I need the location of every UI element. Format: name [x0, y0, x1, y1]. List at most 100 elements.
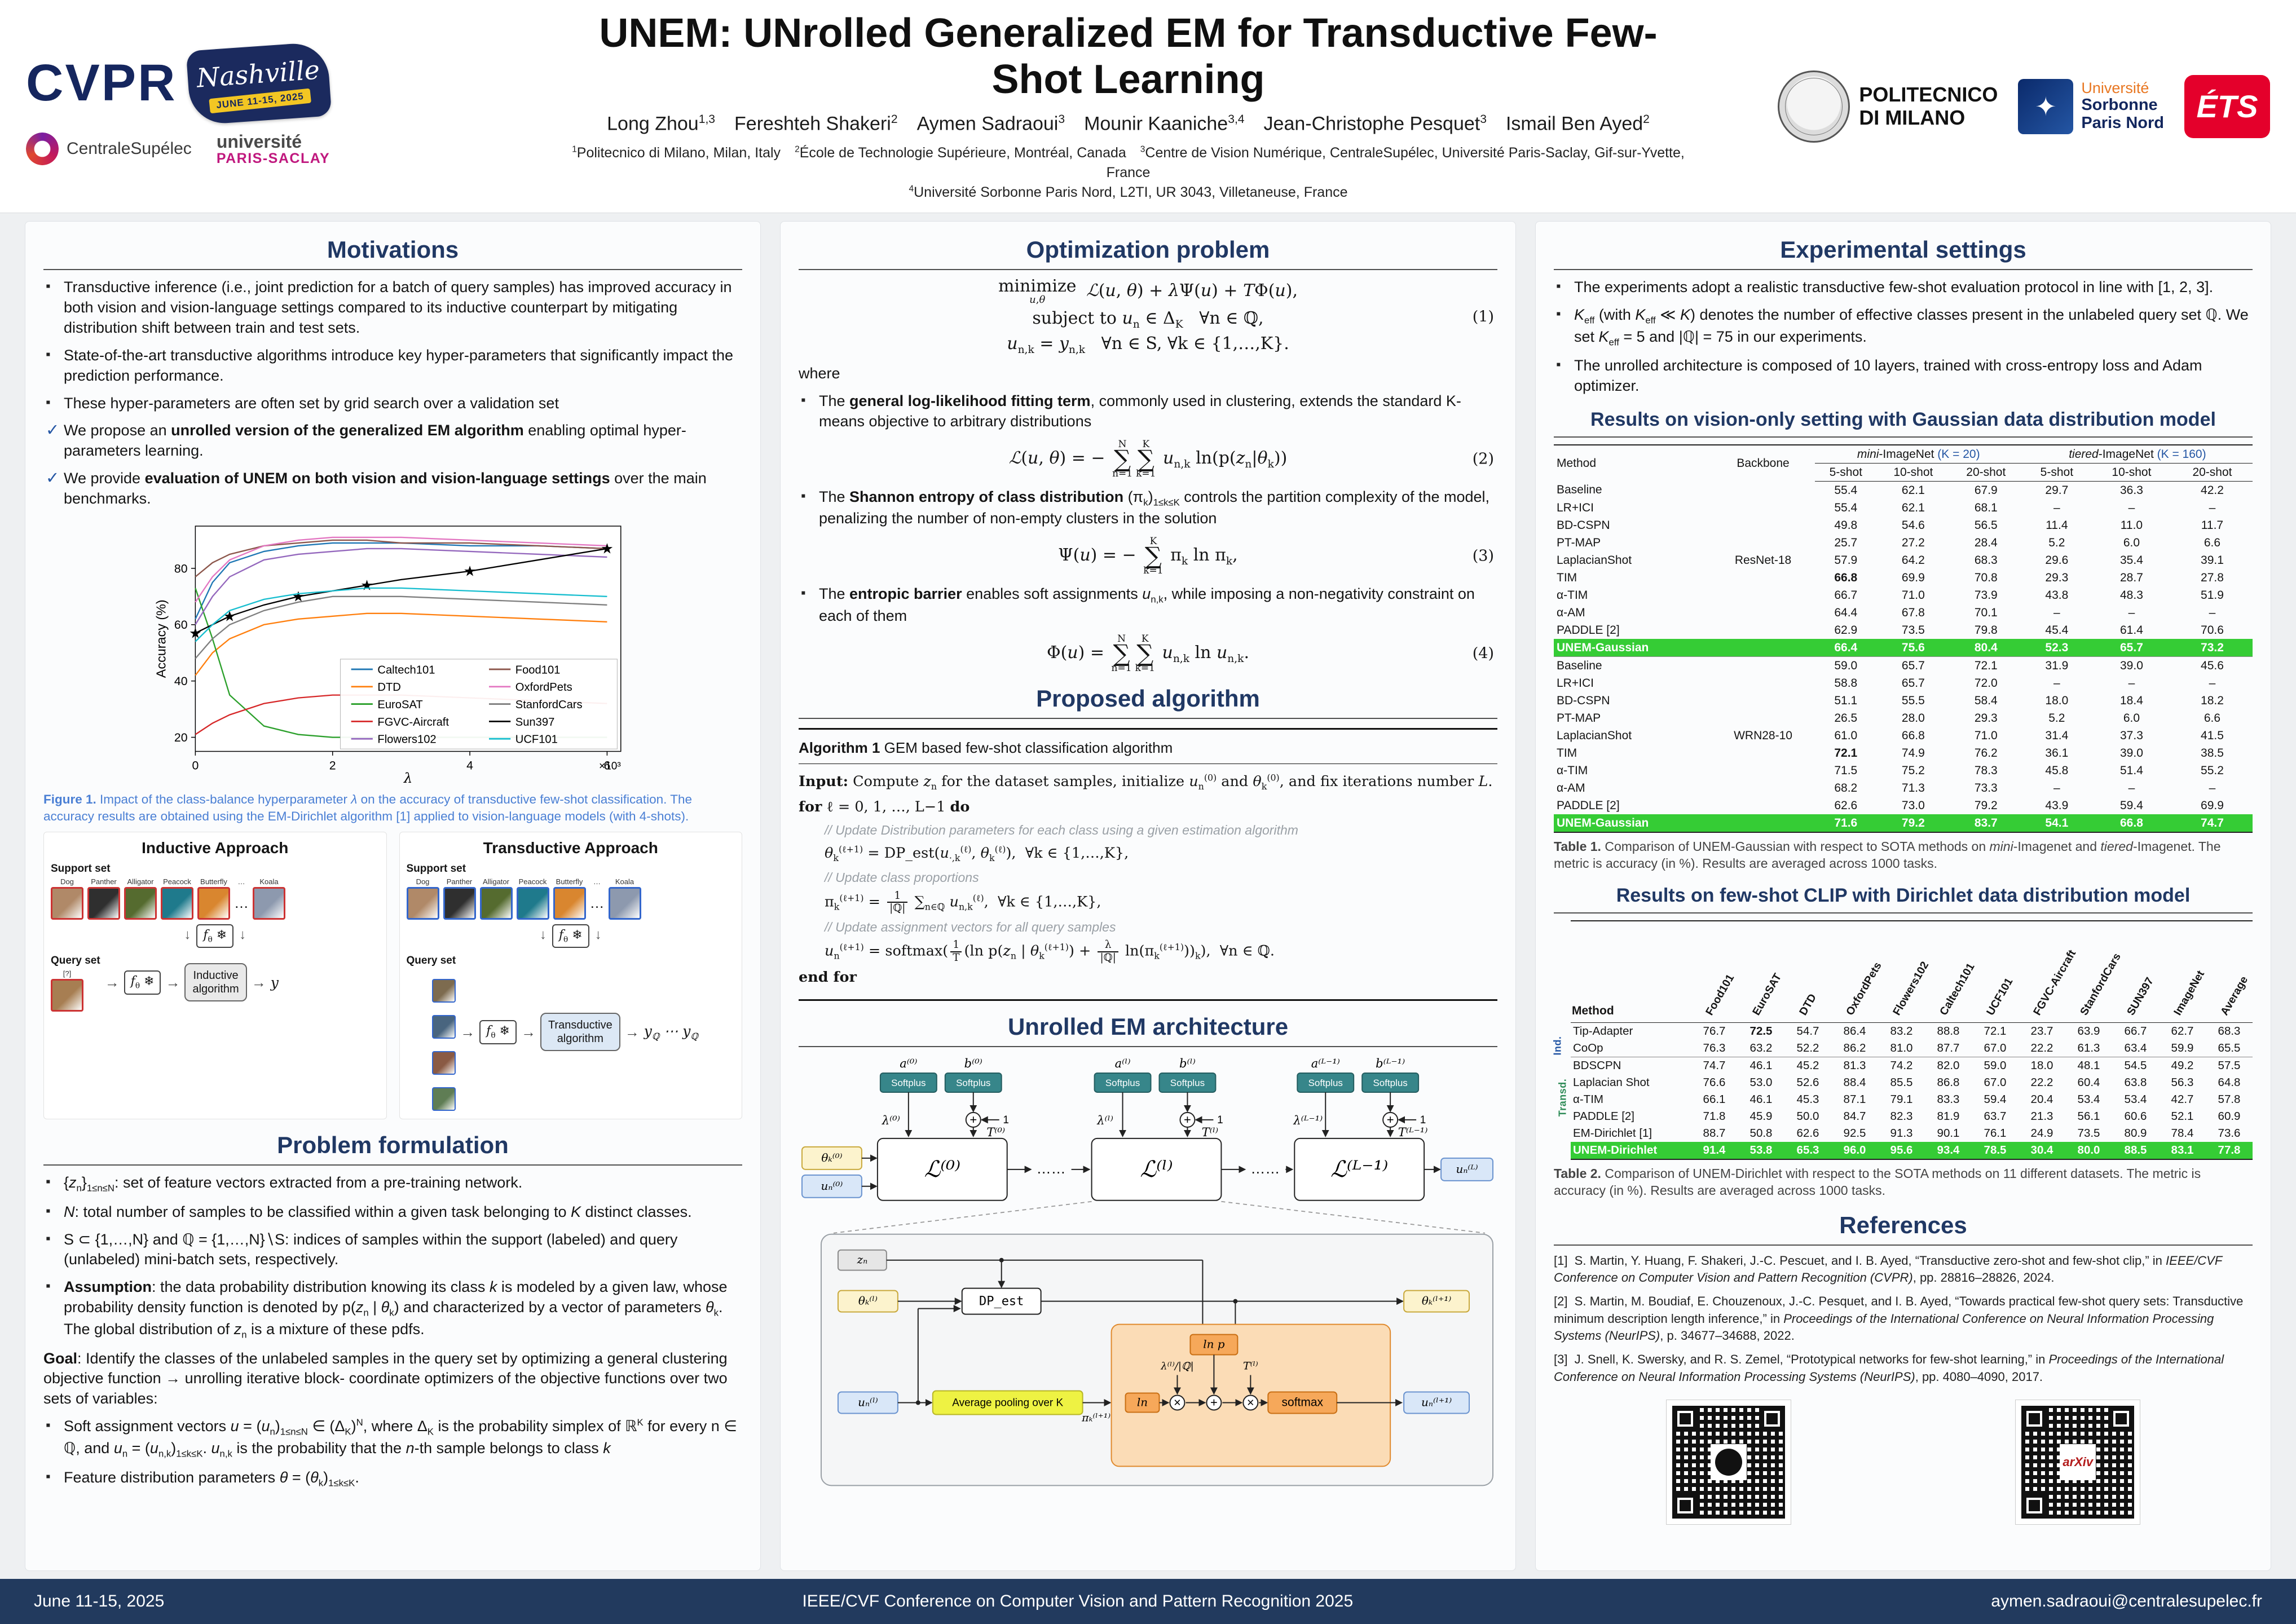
table-cell: 73.2 — [2171, 639, 2253, 657]
table-cell: – — [2209, 676, 2216, 690]
table-cell: – — [2128, 781, 2135, 795]
table-cell: 82.3 — [1890, 1109, 1913, 1123]
table2-group-transductive: Transd. — [1557, 1078, 1568, 1117]
svg-text:60: 60 — [174, 618, 187, 632]
svg-text:UCF101: UCF101 — [515, 734, 557, 746]
table-cell: 88.4 — [1843, 1075, 1866, 1089]
list-item: Soft assignment vectors u = (un)1≤n≤N ∈ … — [46, 1416, 742, 1460]
table-cell — [1711, 604, 1814, 621]
table-cell: 72.5 — [1749, 1024, 1773, 1038]
ets-logo: ÉTS — [2184, 74, 2270, 138]
table-cell: 24.9 — [2030, 1126, 2053, 1140]
table-cell: 39.0 — [2120, 746, 2143, 760]
table-cell: 54.7 — [1796, 1024, 1819, 1038]
table-cell: TIM — [1557, 746, 1577, 760]
image-tile — [432, 969, 456, 1003]
table-cell: 28.4 — [1974, 536, 1998, 549]
table-cell: α-TIM — [1573, 1092, 1603, 1106]
table-cell: 76.1 — [1984, 1126, 2007, 1140]
table-cell: 79.2 — [1974, 798, 1998, 812]
table-cell: 37.3 — [2120, 729, 2143, 742]
table-cell — [1711, 762, 1814, 779]
table-cell: 58.8 — [1834, 676, 1858, 690]
table-cell: 43.9 — [2045, 798, 2069, 812]
table-cell: 45.4 — [2045, 623, 2069, 637]
table-cell — [1711, 621, 1814, 639]
svg-text:+: + — [1210, 1395, 1218, 1409]
table-cell: 56.3 — [2171, 1075, 2194, 1089]
list-item: for ℓ = 0, 1, …, L−1 do — [799, 798, 970, 815]
list-item: N: total number of samples to be classif… — [46, 1202, 742, 1223]
table-cell: 83.7 — [1949, 814, 2022, 833]
table-cell: 67.8 — [1901, 606, 1925, 619]
table-cell: 67.0 — [1984, 1075, 2007, 1089]
image-tile: Dog — [406, 877, 439, 920]
list-item: [3] J. Snell, K. Swersky, and R. S. Zeme… — [1554, 1352, 2224, 1384]
table-cell: 55.4 — [1834, 501, 1858, 514]
table-cell: 26.5 — [1834, 711, 1858, 725]
table-cell: 28.7 — [2120, 571, 2143, 584]
table-cell — [1711, 517, 1814, 534]
table-cell: 85.5 — [1890, 1075, 1913, 1089]
table2-header-method: Method — [1571, 920, 1691, 1023]
equation-3: Ψ(u) = − K∑k=1 πk ln πk, (3) — [1058, 536, 1494, 577]
svg-text:80: 80 — [174, 562, 187, 575]
table-cell: 27.2 — [1901, 536, 1925, 549]
table1-results-gaussian: Method Backbone mini-ImageNet (K = 20) t… — [1554, 444, 2253, 833]
table-cell: 76.2 — [1974, 746, 1998, 760]
table-cell: 73.9 — [1974, 588, 1998, 602]
svg-text:b⁽ˡ⁾: b⁽ˡ⁾ — [1179, 1057, 1196, 1070]
table-cell: 39.1 — [2201, 553, 2224, 567]
table-cell: 73.0 — [1901, 798, 1925, 812]
image-tile: Koala — [608, 877, 641, 920]
table-cell: 63.7 — [1984, 1109, 2007, 1123]
table1-shot-header: 5-shot — [1814, 463, 1877, 482]
table-cell: 45.2 — [1784, 1056, 1831, 1074]
table-cell: 76.7 — [1703, 1024, 1726, 1038]
poster-body: Motivations Transductive inference (i.e.… — [0, 213, 2296, 1579]
table-cell: BD-CSPN — [1557, 518, 1610, 532]
svg-text:Average pooling over K: Average pooling over K — [952, 1397, 1063, 1409]
table-cell: 42.2 — [2201, 483, 2224, 497]
table-cell: 79.2 — [1876, 814, 1950, 833]
table-cell: 73.5 — [1901, 623, 1925, 637]
table-cell: 91.3 — [1890, 1126, 1913, 1140]
table-cell: 83.3 — [1937, 1092, 1960, 1106]
affiliation-logos-left: CentraleSupélec université PARIS-SACLAY — [26, 132, 550, 167]
image-tile: Dog — [51, 877, 83, 920]
table-cell: UNEM-Gaussian — [1554, 639, 1712, 657]
table-cell: 59.0 — [1814, 656, 1877, 674]
table-cell: 31.9 — [2022, 656, 2091, 674]
table1-shot-header: 10-shot — [2091, 463, 2172, 482]
algorithm-box: Algorithm 1 GEM based few-shot classific… — [799, 727, 1497, 1001]
list-item: We provide evaluation of UNEM on both vi… — [46, 467, 742, 509]
footer-dates: June 11-15, 2025 — [34, 1592, 165, 1610]
svg-text:……: …… — [1037, 1160, 1066, 1177]
table-cell: 18.0 — [2019, 1056, 2065, 1074]
svg-text:ln p: ln p — [1203, 1337, 1225, 1351]
table-cell: 71.0 — [1901, 588, 1925, 602]
svg-text:a⁽ᴸ⁻¹⁾: a⁽ᴸ⁻¹⁾ — [1311, 1057, 1340, 1070]
table-cell: – — [2128, 676, 2135, 690]
footer-contact-email[interactable]: aymen.sadraoui@centralesupelec.fr — [1991, 1592, 2262, 1610]
table-cell: 6.6 — [2204, 536, 2221, 549]
table-cell: 51.9 — [2201, 588, 2224, 602]
image-tile: Panther — [87, 877, 120, 920]
table-cell — [1711, 482, 1814, 500]
table-cell: 53.4 — [2077, 1092, 2100, 1106]
svg-text:★: ★ — [360, 577, 373, 593]
table-cell: 77.8 — [2206, 1141, 2253, 1160]
table-cell: 51.4 — [2120, 764, 2143, 777]
table-cell: TIM — [1557, 571, 1577, 584]
table-cell: 60.4 — [2077, 1075, 2100, 1089]
transductive-output-label: yℚ ⋯ yℚ — [644, 1022, 698, 1042]
